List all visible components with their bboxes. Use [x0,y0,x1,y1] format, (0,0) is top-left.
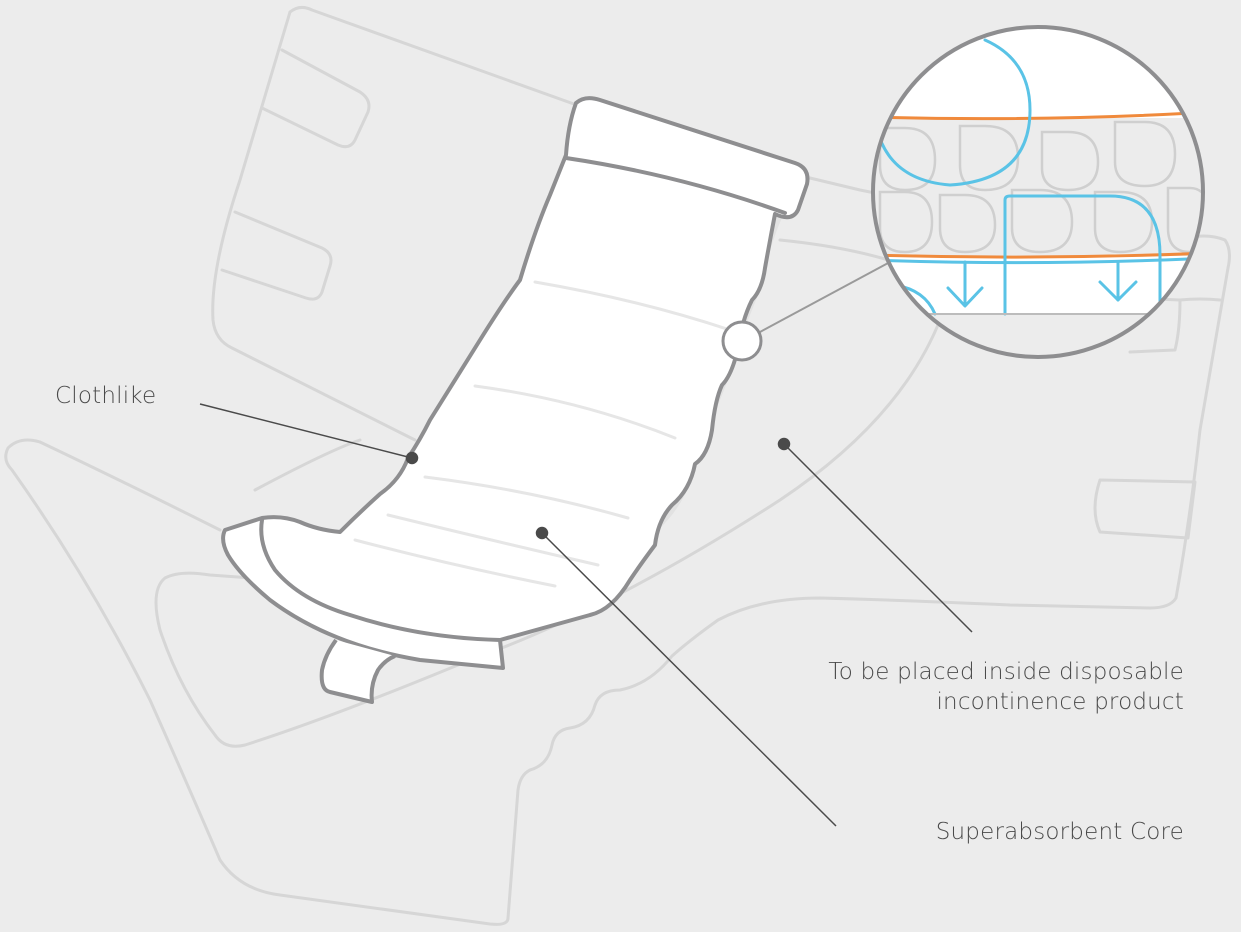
leader-placement [783,443,973,633]
zoom-lower-layer [873,256,1203,314]
pad-bottom-seam [259,518,502,642]
zoom-orange-top [873,110,1203,121]
magnifier-circle-icon [871,25,1205,359]
down-arrow-icon [1098,280,1138,302]
zoom-connector-line [759,261,891,333]
zoom-core-band [873,118,1203,256]
pad-quilting-lines [353,280,732,588]
incontinence-pad [221,96,810,704]
zoom-anchor-circle [721,320,763,362]
leader-dot-core [535,526,549,540]
leader-dot-placement [777,437,791,451]
label-placement-line1: To be placed inside disposable [828,659,1184,685]
pad-bottom-flap [319,638,396,704]
leader-lines [199,403,973,827]
leader-dot-clothlike [405,451,419,465]
leader-core [541,532,837,827]
pad-body [221,96,810,670]
leader-clothlike [199,403,413,459]
down-arrow-icon [946,286,984,308]
label-core: Superabsorbent Core [935,819,1184,845]
zoom-blue-flow [873,38,1203,316]
zoom-detail [721,25,1205,362]
zoom-top-layer [873,27,1203,118]
label-clothlike: Clothlike [55,383,157,409]
zoom-orange-bottom [873,251,1203,259]
label-placement: To be placed inside disposable incontine… [828,657,1184,717]
label-placement-line2: incontinence product [936,689,1184,715]
pad-top-fold [564,156,787,215]
